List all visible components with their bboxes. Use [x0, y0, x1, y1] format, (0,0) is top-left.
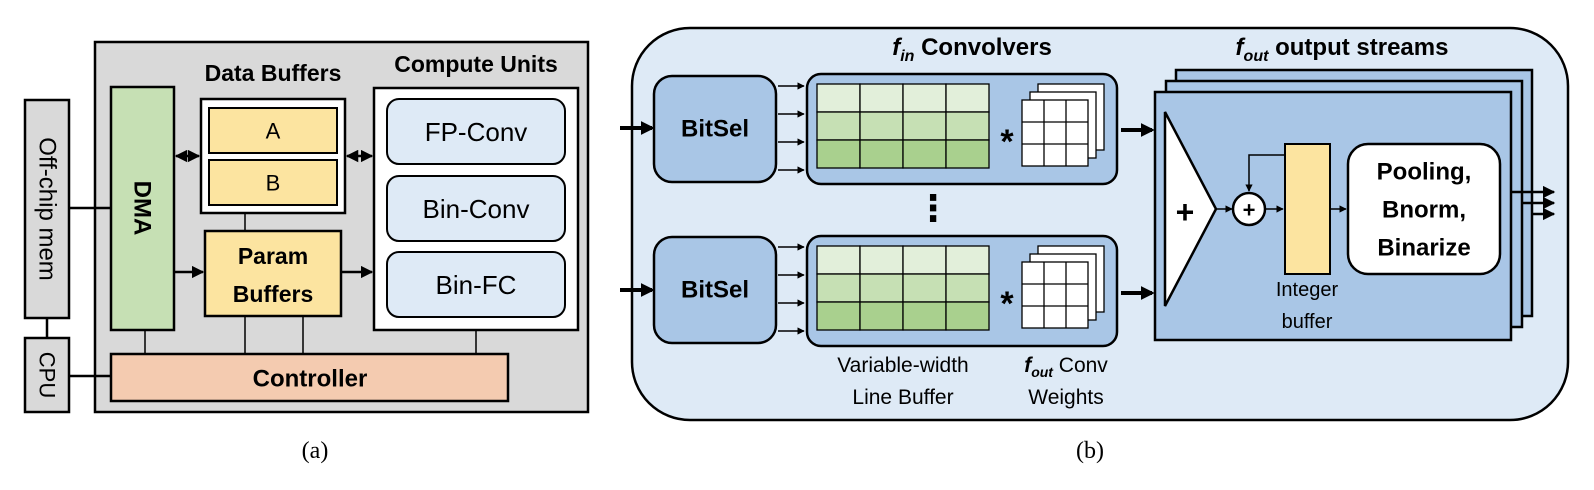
bitsel-bottom-label: BitSel	[681, 277, 749, 304]
post-ops-line2: Bnorm,	[1382, 197, 1466, 224]
ellipsis: ⋮	[915, 188, 951, 229]
data-buffers-title: Data Buffers	[205, 60, 342, 86]
integer-buffer-caption-1: Integer	[1276, 279, 1339, 301]
buffer-b-label: B	[266, 171, 281, 196]
streams-title-f: f	[1236, 34, 1246, 61]
conv-weights-caption-rest: Conv	[1053, 354, 1108, 377]
controller-label: Controller	[253, 366, 368, 393]
conv-weights-caption-f: f	[1024, 354, 1033, 377]
panel-b: fin Convolvers fout output streams BitSe…	[620, 26, 1570, 464]
post-ops-line1: Pooling,	[1377, 159, 1472, 186]
dma-label: DMA	[129, 181, 156, 236]
param-buffers-line2: Buffers	[233, 281, 314, 307]
line-buffer-caption-1: Variable-width	[837, 354, 969, 377]
bin-fc-label: Bin-FC	[436, 270, 517, 300]
bitsel-bottom-fanout	[778, 243, 805, 335]
stream-outputs	[1511, 185, 1556, 221]
convolvers-title-rest: Convolvers	[914, 34, 1051, 61]
caption-b: (b)	[1076, 438, 1104, 464]
convolvers-title: fin Convolvers	[892, 34, 1052, 65]
conv-weights-bottom	[1021, 245, 1105, 329]
bin-fc-unit	[386, 251, 566, 318]
bitsel-top-fanout	[778, 82, 805, 174]
adder-tree	[1163, 111, 1218, 307]
multiply-top: *	[1000, 123, 1014, 161]
panel-a: Off-chip mem CPU DMA Data Buffers A B Pa…	[23, 40, 590, 464]
bitsel-top	[652, 74, 778, 184]
integer-buffer	[1284, 143, 1331, 275]
accumulator-adder-symbol: +	[1243, 198, 1256, 223]
feedback-loop	[1245, 154, 1285, 192]
fp-conv-unit	[386, 98, 566, 165]
integer-buffer-caption-2: buffer	[1282, 311, 1333, 333]
conv-weights-caption-sub: out	[1031, 364, 1054, 380]
buffer-a	[208, 107, 338, 154]
compute-units-title: Compute Units	[394, 51, 558, 77]
bin-conv-unit	[386, 175, 566, 242]
caption-a: (a)	[302, 438, 329, 464]
line-buffer-top	[816, 83, 990, 169]
conv-weights-caption-2: Weights	[1028, 386, 1103, 409]
param-buffers-line1: Param	[238, 243, 308, 269]
post-ops-line3: Binarize	[1377, 235, 1470, 262]
offchip-mem-label: Off-chip mem	[34, 137, 61, 281]
bitsel-top-label: BitSel	[681, 116, 749, 143]
buffer-a-label: A	[266, 119, 281, 144]
fp-conv-label: FP-Conv	[425, 117, 528, 147]
conv-weights-caption-1: fout Conv	[1024, 354, 1108, 380]
dma-block	[109, 85, 176, 332]
conv-weights-top	[1021, 83, 1105, 167]
post-ops-block	[1346, 142, 1502, 276]
cpu-label: CPU	[35, 352, 60, 398]
multiply-bottom: *	[1000, 285, 1014, 323]
adder-tree-plus: +	[1176, 194, 1195, 230]
line-buffer-bottom	[816, 245, 990, 331]
streams-title-rest: output streams	[1268, 34, 1448, 61]
streams-title-sub: out	[1244, 48, 1270, 65]
streams-title: fout output streams	[1236, 34, 1449, 65]
param-buffers-block	[203, 229, 343, 318]
bitsel-bottom	[652, 235, 778, 345]
convolvers-title-sub: in	[900, 48, 914, 65]
convolvers-title-f: f	[892, 34, 902, 61]
line-buffer-caption-2: Line Buffer	[852, 386, 953, 409]
controller-block	[109, 352, 510, 403]
bin-conv-label: Bin-Conv	[423, 194, 530, 224]
buffer-b	[208, 159, 338, 206]
